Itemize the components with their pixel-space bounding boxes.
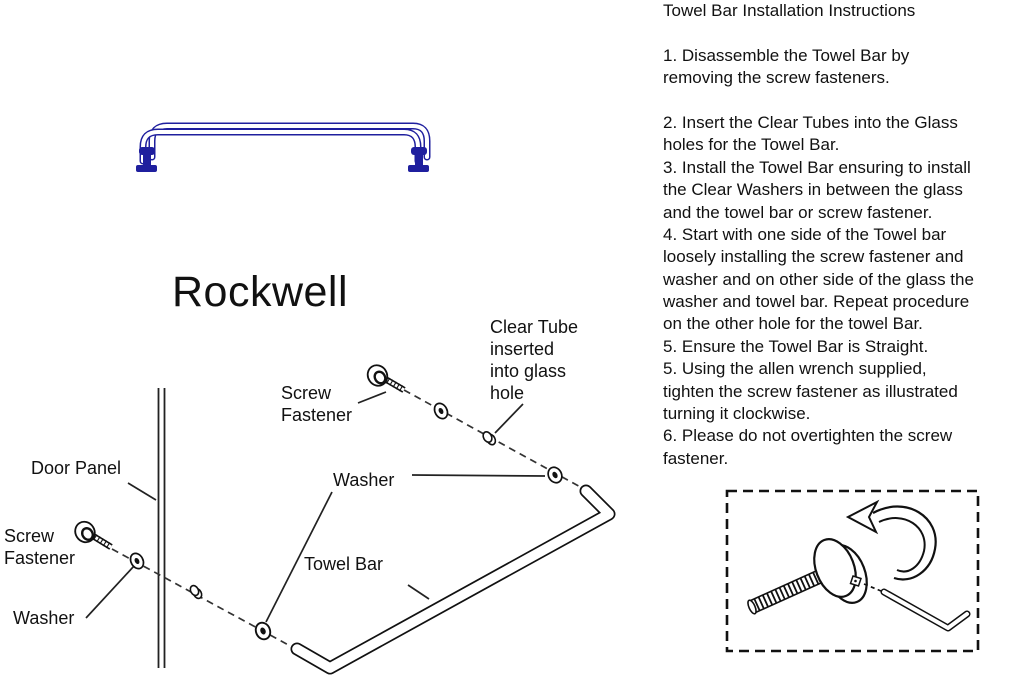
label-clear-tube-line3: into glass	[490, 361, 567, 381]
label-clear-tube-line4: hole	[490, 383, 525, 403]
towel-bar-diagram-drawing	[290, 484, 616, 675]
instruction-line: loosely installing the screw fastener an…	[663, 247, 964, 267]
label-screw-fastener-lower: Screw Fastener	[4, 526, 75, 569]
instruction-line: tighten the screw fastener as illustrate…	[663, 381, 958, 401]
instruction-line: 4. Start with one side of the Towel bar	[663, 224, 947, 244]
label-clear-tube-line2: inserted	[490, 339, 555, 359]
instruction-line: 3. Install the Towel Bar ensuring to ins…	[663, 157, 971, 177]
label-screw-fastener-lower-line1: Screw	[4, 526, 55, 546]
tightening-inset	[725, 489, 980, 653]
instruction-line: 2. Insert the Clear Tubes into the Glass	[663, 112, 958, 132]
towel-bar-product-drawing	[136, 122, 431, 172]
inset-screw-drawing	[747, 538, 868, 615]
instruction-line: on the other hole for the towel Bar.	[663, 314, 923, 334]
label-washer-lower: Washer	[13, 608, 75, 628]
clockwise-arrow-icon	[845, 499, 937, 581]
instruction-line: 6. Please do not overtighten the screw	[663, 426, 953, 446]
allen-wrench-drawing	[863, 583, 971, 632]
washer-drawings	[129, 402, 563, 641]
label-washer-upper: Washer	[333, 470, 395, 490]
instruction-line: 5. Ensure the Towel Bar is Straight.	[663, 336, 929, 356]
instruction-line: 1. Disassemble the Towel Bar by	[663, 45, 910, 65]
instruction-line: removing the screw fasteners.	[663, 68, 890, 88]
label-screw-fastener-upper-line2: Fastener	[281, 404, 353, 425]
label-door-panel: Door Panel	[31, 458, 122, 478]
label-clear-tube-line1: Clear Tube	[490, 317, 579, 337]
instruction-line: 5. Using the allen wrench supplied,	[663, 359, 927, 379]
instruction-line: turning it clockwise.	[663, 404, 811, 424]
towel-bar-right-post	[408, 147, 429, 172]
label-screw-fastener-upper: Screw Fastener	[281, 383, 352, 426]
instruction-line: the Clear Washers in between the glass	[663, 180, 963, 200]
lower-screw-fastener-drawing	[74, 520, 113, 550]
label-screw-fastener-upper-line1: Screw	[281, 383, 332, 403]
instruction-line: washer and towel bar. Repeat procedure	[663, 292, 970, 312]
label-leader-lines	[85, 391, 546, 623]
brand-name: Rockwell	[172, 268, 349, 316]
towel-bar-left-post	[136, 147, 157, 172]
instruction-line: washer and on other side of the glass th…	[663, 269, 974, 289]
label-clear-tube: Clear Tube inserted into glass hole	[490, 316, 578, 404]
label-screw-fastener-lower-line2: Fastener	[4, 547, 76, 568]
instructions-column: Towel Bar Installation Instructions 1. D…	[663, 0, 1023, 470]
assembly-dashed-lines	[111, 389, 585, 649]
door-panel-drawing	[157, 388, 166, 668]
instruction-line: holes for the Towel Bar.	[663, 135, 840, 155]
upper-screw-fastener-drawing	[366, 364, 406, 393]
instructions-title: Towel Bar Installation Instructions	[663, 1, 916, 20]
clear-tube-drawings	[189, 430, 497, 600]
spacer-line	[663, 22, 1023, 44]
label-towel-bar: Towel Bar	[304, 554, 384, 574]
instruction-line: and the towel bar or screw fastener.	[663, 202, 933, 222]
instruction-line: fastener.	[663, 448, 729, 468]
spacer-line	[663, 90, 1023, 112]
